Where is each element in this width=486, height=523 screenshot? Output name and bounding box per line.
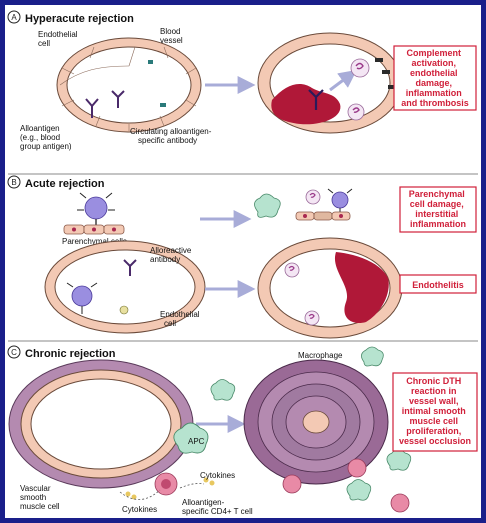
vessel-icon	[244, 360, 388, 484]
outcome-text: Parenchymal cell damage, interstitial in…	[409, 189, 468, 229]
vessel-icon	[57, 38, 201, 132]
label-macrophage: Macrophage	[298, 351, 343, 360]
panel-letter: A	[11, 13, 17, 22]
label-cytokines: Cytokines	[200, 471, 235, 480]
panel-title: Chronic rejection	[25, 348, 116, 360]
panel-letter: C	[11, 348, 17, 357]
label-cytokines: Cytokines	[122, 505, 157, 514]
vessel-icon	[9, 360, 193, 488]
panel-title: Acute rejection	[25, 178, 105, 190]
outcome-text: Endothelitis	[412, 280, 464, 290]
parenchymal-cells	[296, 212, 350, 220]
label-blood-vessel: Blood vessel	[160, 27, 183, 45]
label-apc: APC	[188, 437, 205, 446]
panel-letter: B	[11, 178, 16, 187]
parenchymal-cells	[64, 225, 124, 234]
panel-title: Hyperacute rejection	[25, 13, 134, 25]
neutrophil-icon	[306, 190, 320, 204]
